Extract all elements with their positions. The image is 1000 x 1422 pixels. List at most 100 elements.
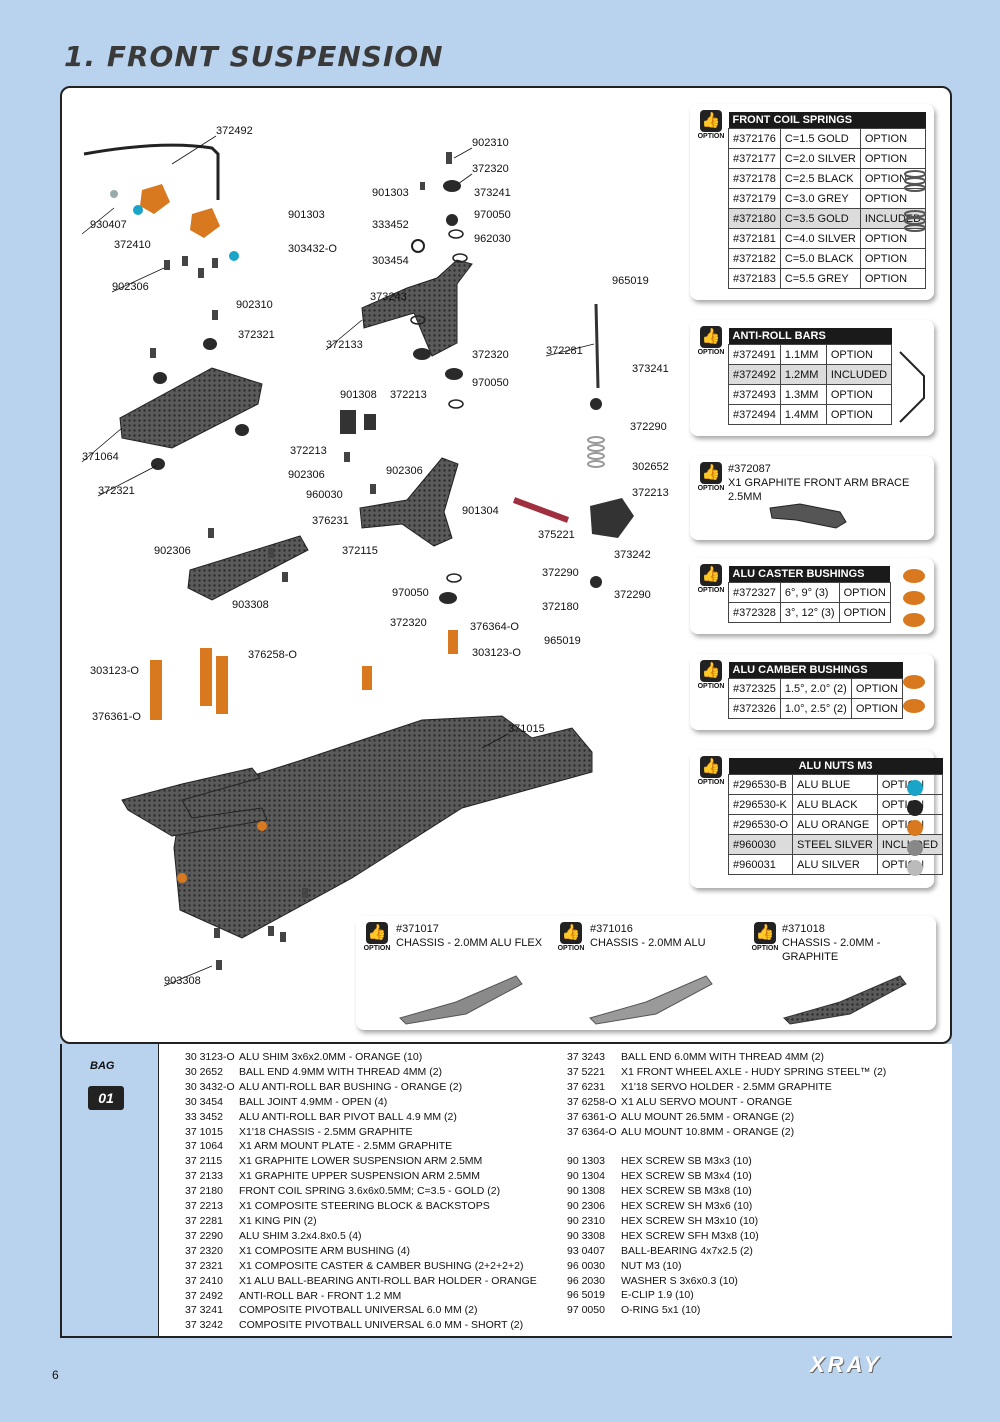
code: #372176 — [728, 128, 781, 149]
part-label: 372320 — [472, 349, 509, 361]
part-number: 30 2652 — [185, 1065, 223, 1078]
part-label: 970050 — [392, 587, 429, 599]
bag-number: 01 — [88, 1086, 124, 1110]
part-number: 90 1303 — [567, 1155, 605, 1168]
part-number: 37 3242 — [185, 1319, 223, 1332]
status: OPTION — [850, 678, 904, 699]
desc: C=2.0 SILVER — [779, 148, 861, 169]
part-label: 965019 — [544, 635, 581, 647]
thumbs-up-icon: 👍 — [700, 660, 722, 682]
part-description: BALL-BEARING 4x7x2.5 (2) — [621, 1244, 753, 1257]
ball-joint — [411, 239, 425, 253]
arb-holder-left — [140, 184, 170, 214]
chassis-option-3: 👍OPTION #371018 CHASSIS - 2.0MM - GRAPHI… — [744, 916, 936, 1030]
spring-image — [904, 170, 926, 232]
desc: 1.5°, 2.0° (2) — [779, 678, 852, 699]
part-number: 97 0050 — [567, 1304, 605, 1317]
arm-mount-plate — [119, 367, 263, 449]
option-badge: 👍OPTION — [697, 564, 725, 594]
part-description: X1 FRONT WHEEL AXLE - HUDY SPRING STEEL™… — [621, 1065, 887, 1078]
desc: 6°, 9° (3) — [779, 582, 840, 603]
king-pin — [594, 303, 600, 389]
upper-suspension-arm — [361, 259, 473, 357]
part-label: 902310 — [472, 137, 509, 149]
part-number: 37 3243 — [567, 1051, 605, 1063]
steering-backstop — [340, 410, 356, 434]
part-label: 371015 — [508, 723, 545, 735]
part-label: 373243 — [370, 291, 407, 303]
part-label: 372290 — [542, 567, 579, 579]
desc: C=4.0 SILVER — [779, 228, 861, 249]
status: OPTION — [838, 582, 891, 603]
part-description: X1 GRAPHITE LOWER SUSPENSION ARM 2.5MM — [239, 1155, 483, 1168]
option-box-chassis: 👍OPTION #371017 CHASSIS - 2.0MM ALU FLEX… — [356, 916, 936, 1030]
part-number: 90 2310 — [567, 1214, 605, 1227]
part-description: ALU MOUNT 10.8MM - ORANGE (2) — [621, 1125, 795, 1138]
lower-suspension-arm — [359, 457, 459, 547]
part-label: 303432-O — [288, 243, 337, 255]
main-chassis — [173, 715, 593, 939]
desc: ALU SILVER — [792, 854, 878, 875]
part-description: X1'18 SERVO HOLDER - 2.5MM GRAPHITE — [621, 1080, 832, 1093]
option-badge: 👍OPTION — [557, 922, 585, 952]
alu-nuts-title: ALU NUTS M3 — [728, 758, 943, 775]
part-description: O-RING 5x1 (10) — [621, 1304, 701, 1317]
status: INCLUDED — [825, 364, 893, 385]
option-badge: 👍OPTION — [697, 660, 725, 690]
chassis-desc: CHASSIS - 2.0MM ALU — [590, 937, 706, 949]
part-description: COMPOSITE PIVOTBALL UNIVERSAL 6.0 MM (2) — [239, 1304, 478, 1317]
part-label: 902306 — [288, 469, 325, 481]
part-label: 376364-O — [470, 621, 519, 633]
chassis-option-2: 👍OPTION #371016 CHASSIS - 2.0MM ALU — [550, 916, 742, 1030]
part-number: 37 2321 — [185, 1259, 223, 1272]
option-badge: 👍OPTION — [697, 462, 725, 492]
alu-mount-10-b — [448, 630, 458, 654]
thumbs-up-icon: 👍 — [754, 922, 776, 944]
part-number: 37 1064 — [185, 1140, 223, 1153]
code: #372494 — [728, 404, 781, 425]
option-badge: 👍OPTION — [697, 110, 725, 140]
code: #372179 — [728, 188, 781, 209]
chassis-desc: CHASSIS - 2.0MM - GRAPHITE — [782, 937, 881, 963]
code: #372491 — [728, 344, 781, 365]
desc: C=2.5 BLACK — [779, 168, 861, 189]
desc: 1.4MM — [779, 404, 827, 425]
anti-roll-bar — [83, 143, 220, 200]
status: OPTION — [838, 602, 891, 623]
arb-holder-right — [190, 208, 220, 238]
code: #296530-K — [727, 794, 794, 815]
thumbs-up-icon: 👍 — [700, 110, 722, 132]
leader-lines — [81, 135, 595, 987]
part-description: HEX SCREW SB M3x8 (10) — [621, 1185, 752, 1198]
chassis-alu-image — [589, 975, 713, 1025]
part-description: BALL END 4.9MM WITH THREAD 4MM (2) — [239, 1065, 443, 1078]
part-number: 96 5019 — [567, 1289, 605, 1302]
exploded-diagram: 372492 902310 372320 901303 373241 33345… — [81, 125, 669, 987]
part-label: 901303 — [372, 187, 409, 199]
desc: C=3.0 GREY — [779, 188, 861, 209]
part-label: 970050 — [474, 209, 511, 221]
part-number: 37 1015 — [185, 1125, 223, 1138]
code: #372183 — [728, 268, 781, 289]
part-label: 903308 — [164, 975, 201, 987]
part-description: E-CLIP 1.9 (10) — [621, 1289, 694, 1302]
part-description: HEX SCREW SFH M3x8 (10) — [621, 1229, 759, 1242]
part-number: 96 2030 — [567, 1274, 605, 1287]
exploded-diagram-frame: 372492 902310 372320 901303 373241 33345… — [60, 86, 952, 1044]
screws — [150, 152, 452, 970]
